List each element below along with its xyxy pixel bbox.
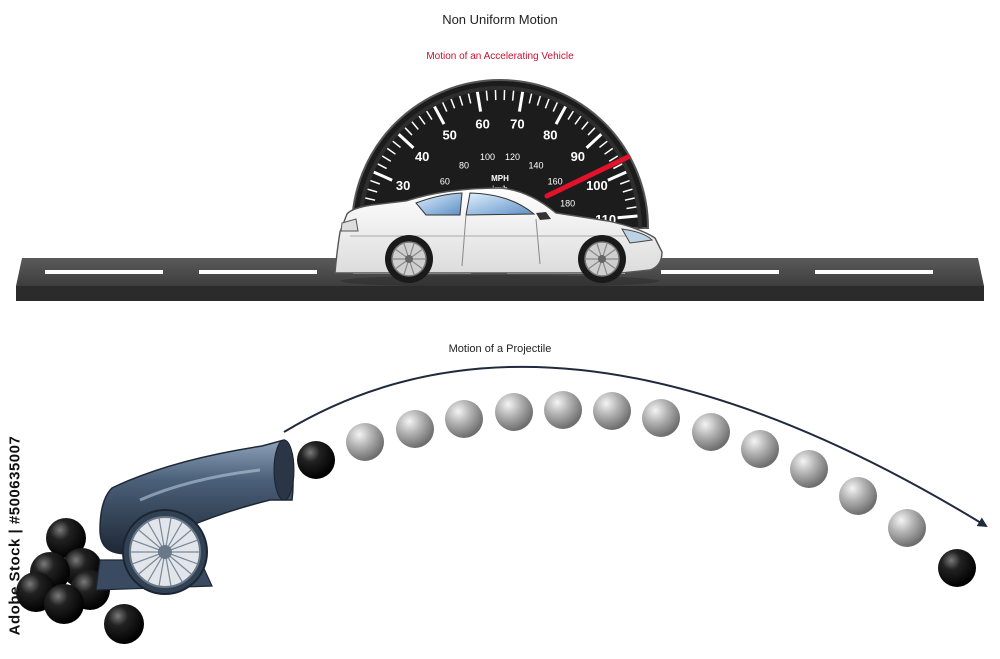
speedometer-tick [528, 93, 533, 104]
speedometer-mph-label: 100 [586, 178, 608, 193]
speedometer-ticks [362, 90, 638, 220]
speedometer-kmh-label: 180 [560, 198, 575, 208]
speedometer-tick [397, 133, 415, 149]
speedometer-kmh-label: 140 [528, 161, 543, 171]
speedometer-tick [475, 91, 483, 112]
speedometer-tick [404, 127, 413, 136]
projectile-ball-faded [741, 430, 779, 468]
speedometer-tick [587, 127, 596, 136]
speedometer-tick [619, 179, 630, 185]
speedometer-tick [411, 121, 419, 130]
speedometer-mph-label: 90 [571, 149, 585, 164]
speedometer-tick [433, 105, 446, 125]
speedometer-tick [377, 163, 387, 170]
cannon [16, 439, 295, 644]
projectile-ball-faded [888, 509, 926, 547]
projectile-balls [297, 391, 976, 587]
speedometer-tick [450, 98, 456, 109]
speedometer-tick [418, 115, 426, 125]
car-rear-wheel [385, 235, 433, 283]
trajectory-arrow [283, 365, 988, 528]
speedometer-mph-label: 50 [442, 128, 456, 143]
lane-marking [45, 270, 163, 274]
speedometer-tick [426, 110, 433, 120]
car-window-front [465, 192, 536, 216]
speedometer-tick [365, 197, 376, 201]
speedometer-kmh-label: 60 [440, 177, 450, 187]
speedometer-tick [485, 90, 489, 101]
speedometer-kmh-label: 120 [505, 152, 520, 162]
car [334, 187, 663, 287]
projectile-ball-faded [839, 477, 877, 515]
speedometer-tick [554, 105, 567, 125]
speedometer-mph-label: 40 [415, 149, 429, 164]
speedometer-tick [511, 90, 515, 101]
speedometer-unit-label: MPH [491, 174, 509, 183]
projectile-section-title: Motion of a Projectile [448, 343, 552, 355]
speedometer-tick [581, 121, 589, 130]
lane-marking [661, 270, 779, 274]
speedometer-tick [370, 179, 381, 185]
projectile-ball-faded [642, 399, 680, 437]
diagram-title: Non Uniform Motion [442, 12, 558, 27]
cannon-wheel [122, 509, 208, 595]
projectile-ball-faded [346, 423, 384, 461]
projectile-ball-dark [938, 549, 976, 587]
watermark-text: Adobe Stock | #500635007 [6, 435, 24, 635]
speedometer-tick [617, 214, 638, 220]
speedometer-tick [373, 170, 393, 182]
speedometer-face [350, 79, 650, 229]
speedometer-tick [392, 140, 401, 149]
projectile-ball-faded [692, 413, 730, 451]
speedometer-tick [608, 155, 619, 162]
speedometer-tick [536, 95, 542, 106]
speedometer-tick [567, 110, 574, 120]
vehicle-section-title: Motion of an Accelerating Vehicle [426, 51, 574, 62]
lane-marking [199, 270, 317, 274]
projectile-ball-faded [790, 450, 828, 488]
speedometer-tick [517, 91, 525, 112]
speedometer-tick [599, 140, 608, 149]
speedometer-tick [626, 206, 637, 210]
speedometer-tick [607, 170, 627, 182]
speedometer-tick [622, 188, 633, 193]
projectile-ball-faded [593, 392, 631, 430]
speedometer-tick [585, 133, 603, 149]
stock-watermark: Adobe Stock | #500635007 [3, 420, 27, 650]
car-front-wheel [578, 235, 626, 283]
projectile-ball-dark [297, 441, 335, 479]
speedometer-kmh-label: 160 [548, 177, 563, 187]
projectile-ball-faded [396, 410, 434, 448]
speedometer-kmh-label: 80 [459, 161, 469, 171]
projectile-ball-faded [544, 391, 582, 429]
speedometer-tick [441, 102, 448, 112]
speedometer-tick [544, 98, 550, 109]
speedometer-needle [544, 154, 631, 199]
speedometer-tick [552, 102, 559, 112]
speedometer-mph-label: 80 [543, 128, 557, 143]
speedometer-mph-label: 30 [396, 178, 410, 193]
speedometer-tick [386, 147, 396, 155]
cannonball-pile [16, 518, 144, 644]
speedometer-mph-label: 60 [475, 116, 489, 131]
car-window-rear [415, 192, 463, 216]
speedometer-tick [604, 147, 614, 155]
lane-marking [815, 270, 933, 274]
projectile-ball-faded [495, 393, 533, 431]
speedometer-tick [381, 155, 392, 162]
speedometer-tick [367, 188, 378, 193]
speedometer-mph-label: 70 [510, 116, 524, 131]
speedometer-tick [613, 163, 623, 170]
speedometer-tick [458, 95, 464, 106]
projectile-ball-faded [445, 400, 483, 438]
speedometer-kmh-label: 100 [480, 152, 495, 162]
speedometer-tick [574, 115, 582, 125]
road-edge [16, 286, 984, 301]
speedometer-tick [624, 197, 635, 201]
speedometer-tick [467, 93, 472, 104]
speedometer-mph-labels: 2030405060708090100110 [387, 116, 616, 226]
